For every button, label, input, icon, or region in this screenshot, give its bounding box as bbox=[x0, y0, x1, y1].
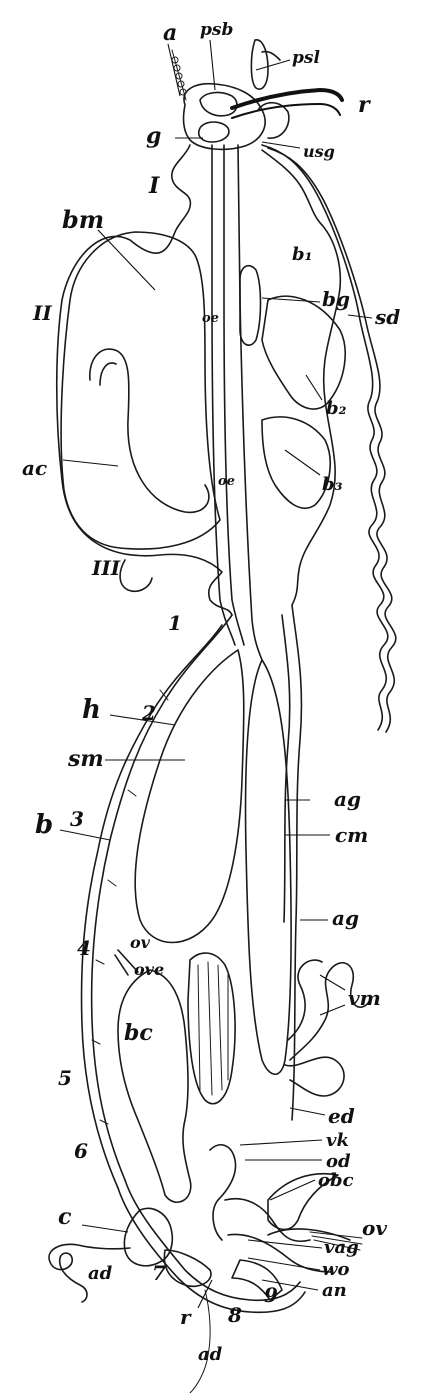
label-n7: 7 bbox=[152, 1261, 166, 1285]
label-n3: 3 bbox=[70, 807, 84, 831]
label-od: od bbox=[326, 1151, 351, 1172]
label-c: c bbox=[58, 1204, 72, 1230]
label-II: II bbox=[32, 301, 52, 325]
ovipositor-lobe bbox=[267, 1172, 363, 1251]
ganglion bbox=[197, 121, 230, 143]
leader-lines bbox=[59, 39, 373, 1309]
label-bc: bc bbox=[124, 1020, 153, 1046]
label-ov-top: ov bbox=[130, 933, 151, 952]
label-III: III bbox=[91, 556, 121, 580]
label-vm: vm bbox=[348, 986, 381, 1010]
label-ac: ac bbox=[22, 456, 47, 480]
label-bg: bg bbox=[322, 287, 350, 311]
label-cm: cm bbox=[335, 823, 368, 847]
label-b1: b₁ bbox=[292, 244, 312, 265]
accessory-duct bbox=[48, 1243, 211, 1393]
label-ag1: ag bbox=[334, 787, 361, 811]
label-obc: obc bbox=[318, 1170, 354, 1191]
label-oe1: oe bbox=[202, 311, 219, 326]
label-n9: 9 bbox=[264, 1283, 278, 1307]
bursa-copulatrix bbox=[114, 949, 192, 1203]
malpighian-vessels bbox=[284, 959, 371, 1097]
label-ag2: ag bbox=[332, 906, 359, 930]
label-b3: b₃ bbox=[322, 474, 343, 495]
labels: a psb psl r g usg I bm b₁ bg sd II oe b₂… bbox=[22, 20, 400, 1365]
abdomen-tip bbox=[117, 1179, 306, 1314]
label-b2: b₂ bbox=[326, 398, 347, 419]
label-sm: sm bbox=[67, 746, 104, 772]
label-n5: 5 bbox=[58, 1066, 72, 1090]
label-usg: usg bbox=[303, 142, 335, 161]
label-vk: vk bbox=[326, 1130, 349, 1151]
label-ed: ed bbox=[328, 1104, 355, 1128]
label-ov-right: ov bbox=[362, 1216, 387, 1240]
label-oe2: oe bbox=[218, 474, 235, 489]
label-r-top: r bbox=[358, 92, 371, 118]
label-a: a bbox=[163, 20, 177, 46]
salivary-duct bbox=[261, 144, 397, 733]
label-sd: sd bbox=[374, 305, 400, 329]
label-g: g bbox=[146, 123, 161, 149]
thoracic-ganglion bbox=[239, 264, 262, 346]
label-b: b bbox=[35, 810, 53, 840]
label-psb: psb bbox=[200, 20, 233, 40]
proboscis-tube bbox=[230, 87, 344, 119]
ovaries bbox=[187, 952, 236, 1105]
abdomen-outline bbox=[80, 604, 303, 1189]
thorax-outline bbox=[55, 144, 342, 616]
label-wo: wo bbox=[322, 1259, 350, 1280]
cement-gland bbox=[123, 1207, 212, 1288]
oesophagus bbox=[211, 144, 263, 661]
segment-notches bbox=[91, 689, 169, 1125]
label-ad-bottom: ad bbox=[198, 1344, 223, 1365]
chyle-stomach bbox=[244, 659, 292, 1076]
label-psl: psl bbox=[292, 48, 320, 68]
palp bbox=[250, 39, 281, 90]
label-h: h bbox=[82, 695, 101, 725]
label-n4: 4 bbox=[77, 936, 91, 960]
label-n1: 1 bbox=[168, 611, 182, 635]
oviduct-vagina bbox=[209, 1144, 333, 1301]
label-n6: 6 bbox=[74, 1139, 88, 1163]
label-an: an bbox=[322, 1280, 347, 1301]
label-n2: 2 bbox=[141, 701, 156, 725]
label-ove: ove bbox=[134, 960, 164, 979]
label-I: I bbox=[148, 173, 160, 199]
right-thoracic-muscle bbox=[261, 295, 346, 509]
label-r-bottom: r bbox=[180, 1305, 192, 1329]
flight-muscle bbox=[60, 231, 221, 550]
label-ad-left: ad bbox=[88, 1263, 113, 1284]
label-bm: bm bbox=[62, 205, 104, 234]
label-vag: vag bbox=[324, 1237, 359, 1258]
sucking-stomach bbox=[134, 649, 245, 944]
label-n8: 8 bbox=[227, 1303, 242, 1327]
